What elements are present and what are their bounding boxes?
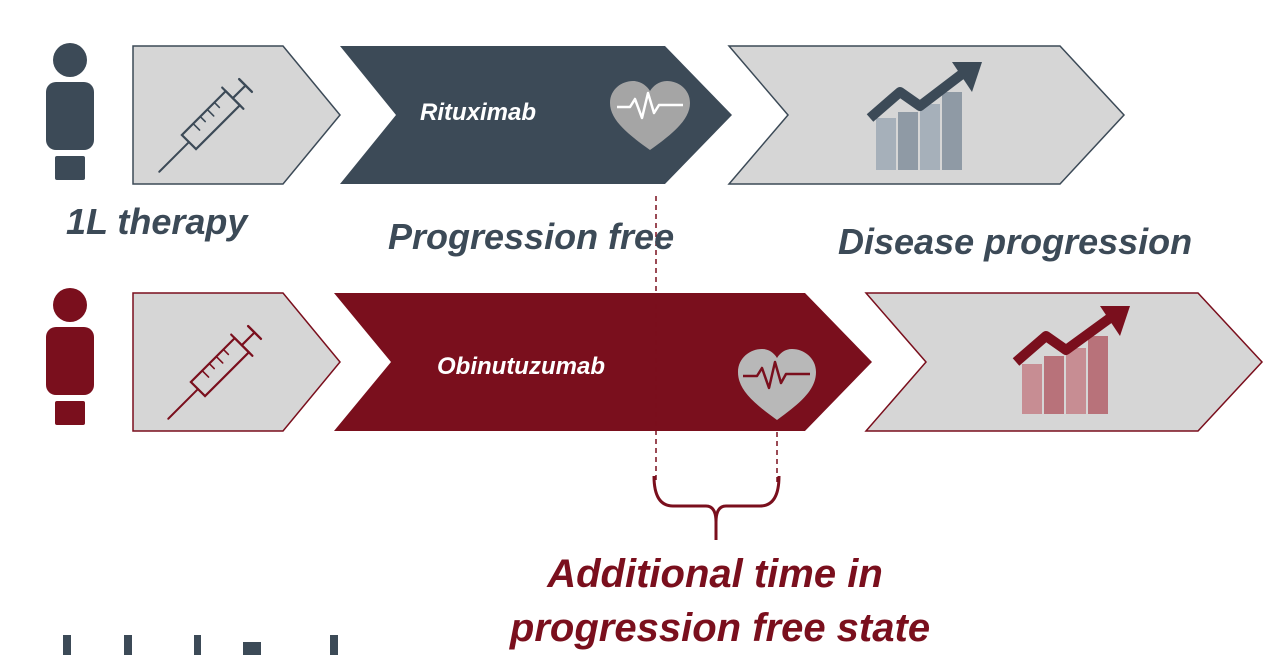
person-icon — [46, 288, 94, 425]
annotation-line-1: Additional time in — [547, 552, 883, 596]
stage-arrow-1l-therapy — [132, 292, 341, 432]
stage-arrow-1l-therapy — [132, 45, 341, 185]
cropped-text-fragment — [63, 635, 338, 655]
annotation-line-2: progression free state — [509, 606, 931, 650]
drug-label-obinutuzumab: Obinutuzumab — [437, 353, 605, 380]
drug-arrow-rituximab — [340, 46, 732, 184]
drug-label-rituximab: Rituximab — [420, 99, 537, 126]
rising-chart-icon — [1012, 306, 1130, 414]
drug-arrow-obinutuzumab — [334, 293, 872, 431]
heart-monitor-icon — [610, 81, 690, 150]
rising-chart-icon — [866, 62, 982, 170]
stage-label-1l-therapy: 1L therapy — [66, 201, 248, 242]
person-icon — [46, 43, 94, 180]
stage-label-disease-progression: Disease progression — [838, 221, 1193, 262]
additional-time-bracket — [652, 475, 781, 523]
heart-monitor-icon — [738, 349, 816, 420]
stage-label-progression-free: Progression free — [388, 216, 675, 257]
